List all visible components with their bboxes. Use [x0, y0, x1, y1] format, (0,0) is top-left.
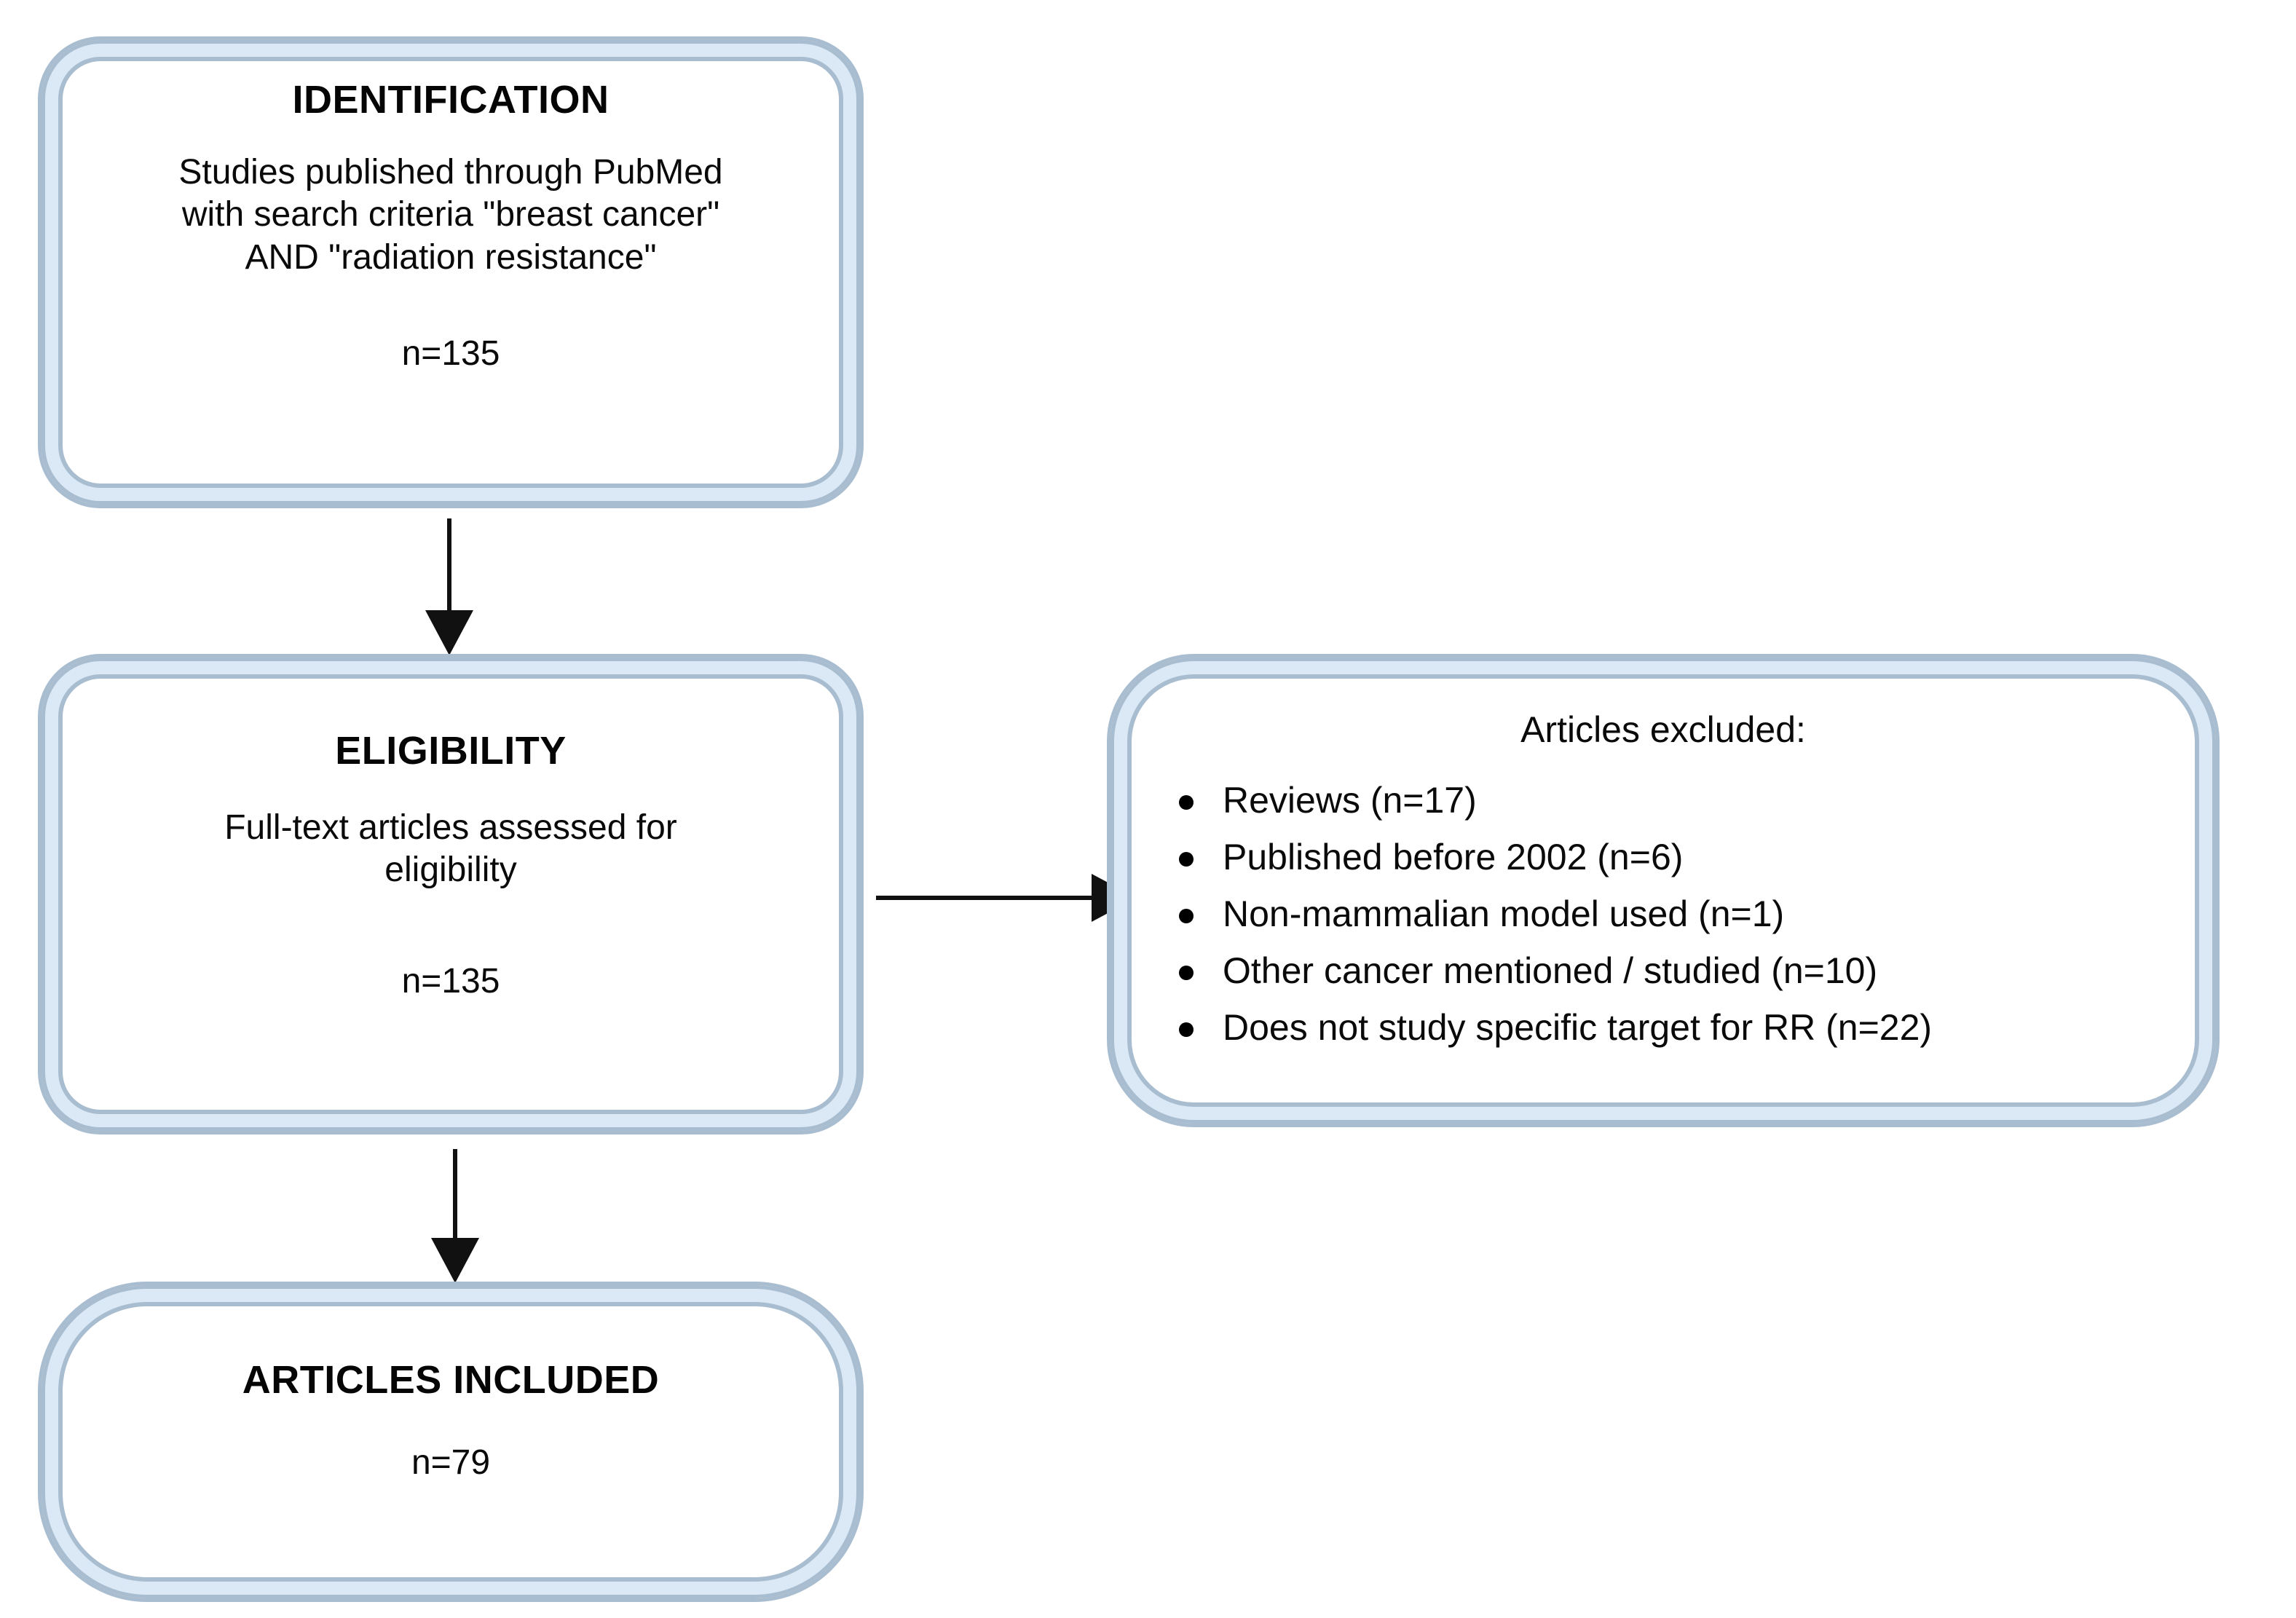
articles-excluded-list: Reviews (n=17) Published before 2002 (n=…	[1161, 782, 2165, 1046]
arrow-stem	[447, 518, 451, 612]
list-item-label: Published before 2002 (n=6)	[1223, 837, 1684, 877]
identification-body: Studies published through PubMed with se…	[178, 152, 723, 277]
list-item: Does not study specific target for RR (n…	[1175, 1009, 2165, 1046]
list-item-label: Non-mammalian model used (n=1)	[1223, 893, 1785, 934]
articles-excluded-content: Articles excluded: Reviews (n=17) Publis…	[1132, 679, 2194, 1102]
arrow-stem	[453, 1149, 457, 1239]
eligibility-count: n=135	[401, 961, 500, 1001]
eligibility-title: ELIGIBILITY	[335, 729, 567, 773]
list-item: Non-mammalian model used (n=1)	[1175, 896, 2165, 932]
arrow-head-down-icon	[431, 1238, 479, 1283]
bullet-icon	[1179, 966, 1194, 980]
articles-included-count: n=79	[411, 1443, 491, 1482]
articles-included-title: ARTICLES INCLUDED	[242, 1358, 660, 1402]
identification-box: IDENTIFICATION Studies published through…	[38, 36, 864, 508]
identification-box-content: IDENTIFICATION Studies published through…	[63, 62, 838, 483]
eligibility-box-content: ELIGIBILITY Full-text articles assessed …	[63, 679, 838, 1109]
bullet-icon	[1179, 1022, 1194, 1037]
bullet-icon	[1179, 795, 1194, 810]
list-item: Other cancer mentioned / studied (n=10)	[1175, 952, 2165, 989]
list-item-label: Reviews (n=17)	[1223, 780, 1477, 821]
arrow-stem	[876, 896, 1094, 900]
articles-excluded-box: Articles excluded: Reviews (n=17) Publis…	[1107, 654, 2220, 1127]
list-item-label: Does not study specific target for RR (n…	[1223, 1007, 1933, 1048]
bullet-icon	[1179, 909, 1194, 923]
arrow-head-down-icon	[425, 610, 473, 655]
identification-count: n=135	[401, 334, 500, 374]
articles-excluded-heading: Articles excluded:	[1520, 709, 1806, 750]
identification-title: IDENTIFICATION	[292, 78, 609, 122]
articles-included-content: ARTICLES INCLUDED n=79	[63, 1307, 838, 1576]
bullet-icon	[1179, 852, 1194, 867]
eligibility-body: Full-text articles assessed for eligibil…	[224, 808, 677, 890]
list-item-label: Other cancer mentioned / studied (n=10)	[1223, 950, 1878, 991]
articles-included-box: ARTICLES INCLUDED n=79	[38, 1282, 864, 1602]
list-item: Reviews (n=17)	[1175, 782, 2165, 818]
eligibility-box: ELIGIBILITY Full-text articles assessed …	[38, 654, 864, 1134]
list-item: Published before 2002 (n=6)	[1175, 839, 2165, 875]
